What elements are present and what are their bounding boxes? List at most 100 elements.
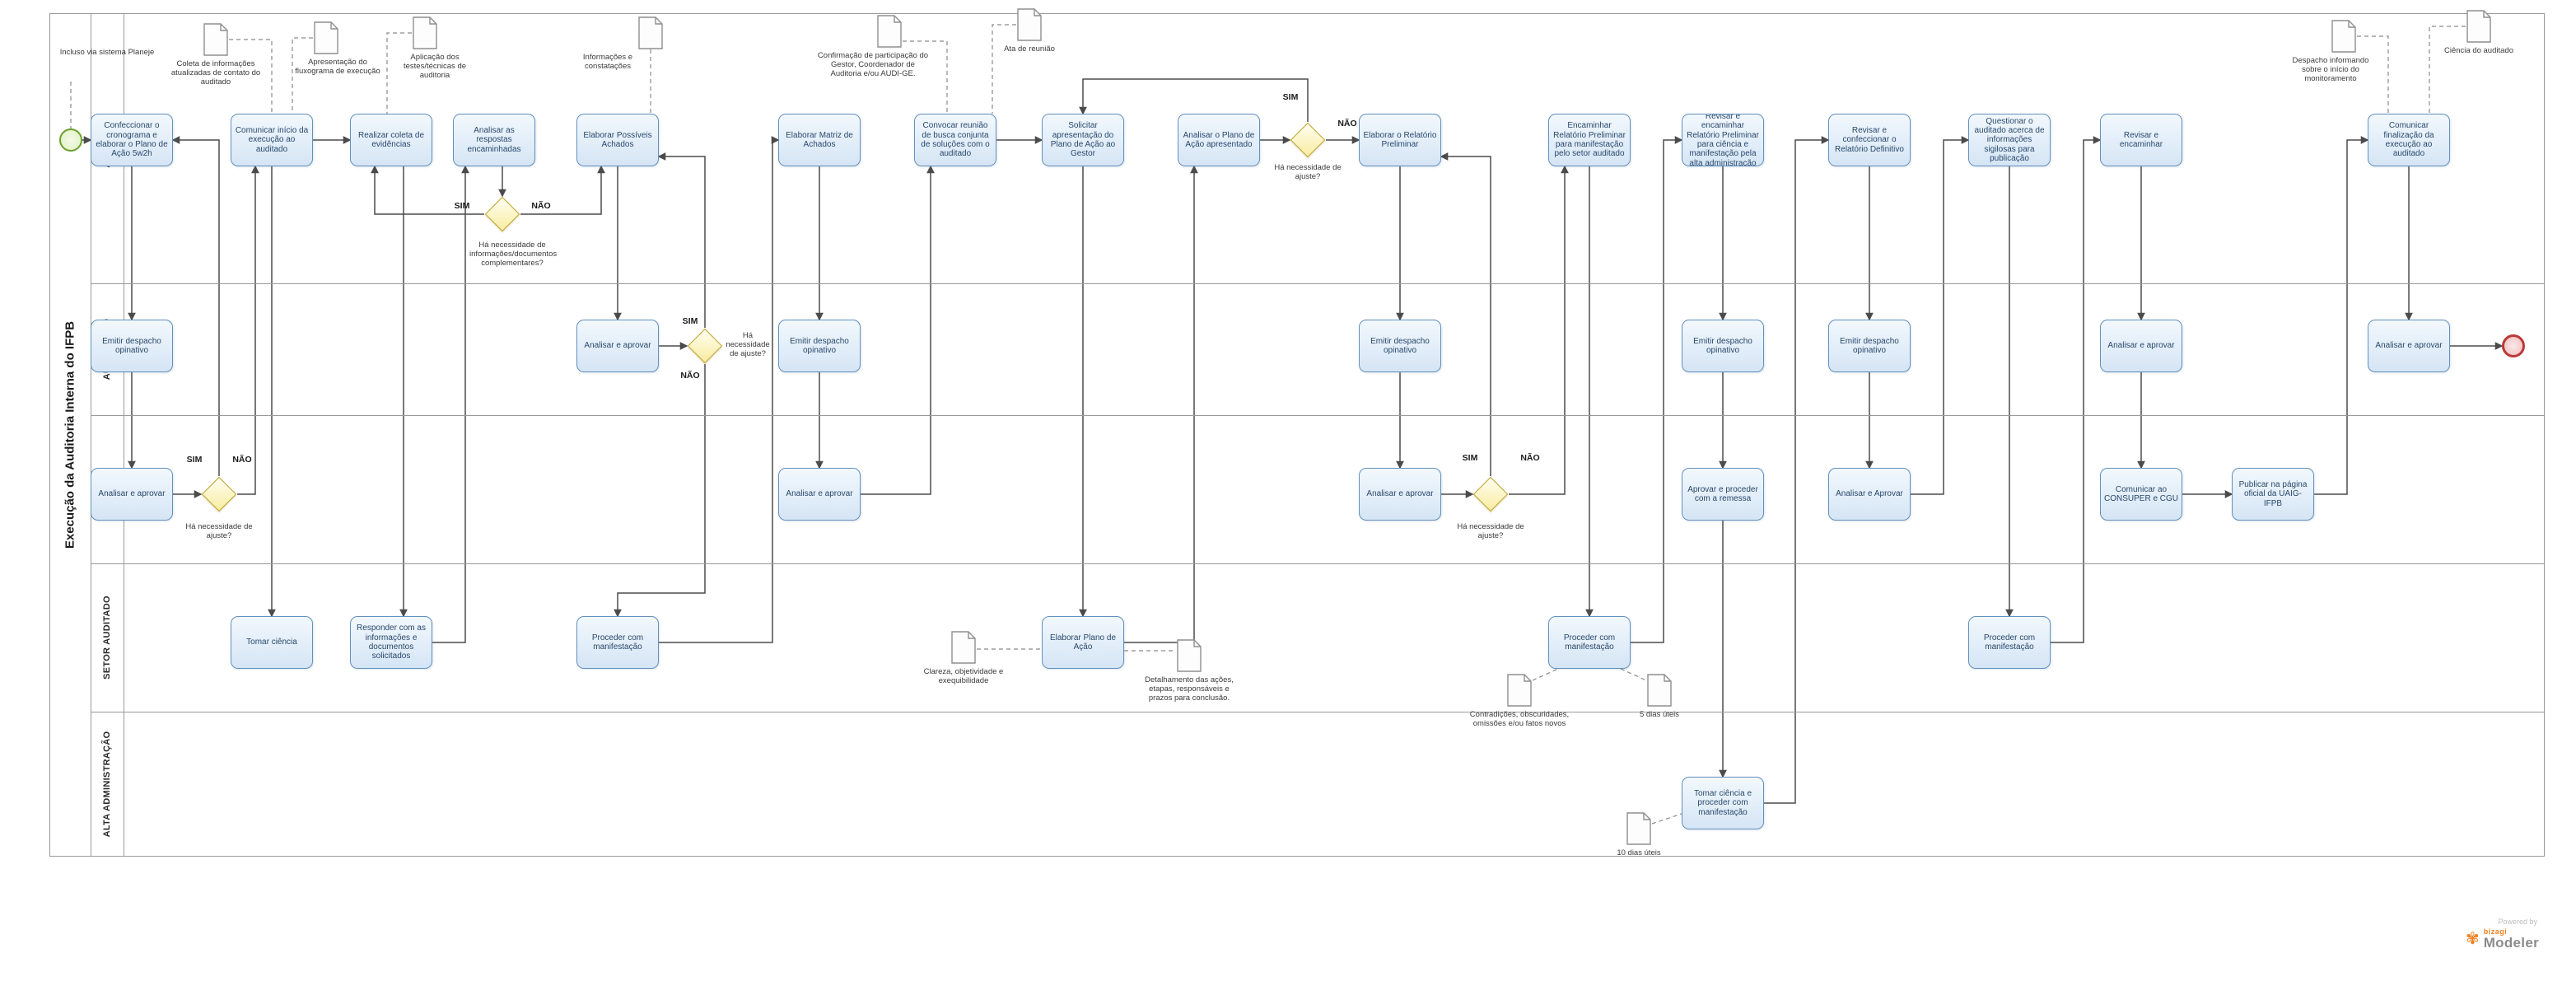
bizagi-brand-label: bizagi xyxy=(2483,927,2508,936)
sequence-flow xyxy=(1911,136,1970,495)
lane-label: SETOR AUDITADO xyxy=(102,596,112,680)
document-icon xyxy=(1506,674,1533,707)
data-object-label: Despacho informando sobre o início do mo… xyxy=(2292,56,2369,84)
document-icon xyxy=(203,23,229,56)
task: Analisar e aprovar xyxy=(576,320,659,372)
task: Questionar o auditado acerca de informaç… xyxy=(1968,114,2051,166)
task: Tomar ciência xyxy=(231,616,313,669)
data-object-label: Aplicação dos testes/técnicas de auditor… xyxy=(403,53,467,81)
gateway-question: Há necessidade de informações/documentos… xyxy=(469,241,558,269)
task: Proceder com manifestação xyxy=(576,616,659,669)
lane-boundary xyxy=(91,415,2545,416)
data-object-label: Coleta de informações atualizadas de con… xyxy=(170,59,261,87)
sequence-flow xyxy=(1079,78,1309,122)
flow-condition-label: NÃO xyxy=(232,455,252,465)
bizagi-logo-icon: ✾ xyxy=(2465,930,2480,948)
flow-condition-label: SIM xyxy=(1462,453,1478,463)
data-object-label: Clareza, objetividade e exequibilidade xyxy=(923,667,1004,686)
association-flow xyxy=(229,39,273,114)
task: Analisar as respostas encaminhadas xyxy=(453,114,535,166)
sequence-flow xyxy=(1631,136,1683,643)
association-flow xyxy=(1651,813,1682,825)
association-flow xyxy=(992,24,1016,114)
data-object-label: Contradições, obscuridades, omissões e/o… xyxy=(1469,710,1570,729)
pool xyxy=(49,13,2545,857)
task: Convocar reunião de busca conjunta de so… xyxy=(914,114,996,166)
task: Publicar na página oficial da UAIG-IFPB xyxy=(2232,468,2314,521)
sequence-flow xyxy=(657,152,706,328)
sequence-flow xyxy=(520,165,605,215)
document-icon xyxy=(2331,20,2357,53)
text-annotation: Incluso via sistema Planeje xyxy=(59,48,155,57)
document-icon xyxy=(2466,10,2492,43)
lane-boundary xyxy=(91,563,2545,564)
task: Proceder com manifestação xyxy=(1548,616,1631,669)
sequence-flow xyxy=(1509,165,1569,495)
document-icon xyxy=(1016,8,1043,41)
task: Revisar e encaminhar xyxy=(2100,114,2182,166)
flow-condition-label: SIM xyxy=(186,455,203,465)
data-object-label: 5 dias úteis xyxy=(1639,710,1680,719)
sequence-flow xyxy=(1440,152,1491,476)
data-object-label: Informações e constatações xyxy=(582,53,633,72)
task: Analisar e aprovar xyxy=(1359,468,1441,521)
document-icon xyxy=(313,21,339,54)
powered-by-label: Powered by xyxy=(2498,918,2537,926)
sequence-flow xyxy=(2051,136,2102,643)
task: Aprovar e proceder com a remessa xyxy=(1682,468,1764,521)
task: Responder com as informações e documento… xyxy=(350,616,432,669)
sequence-flow xyxy=(237,165,259,495)
flow-condition-label: NÃO xyxy=(680,371,700,381)
flow-condition-label: NÃO xyxy=(531,201,551,211)
data-object-label: 10 dias úteis xyxy=(1617,848,1661,857)
sequence-flow xyxy=(1764,136,1830,804)
task: Realizar coleta de evidências xyxy=(350,114,432,166)
sequence-flow xyxy=(614,364,706,618)
sequence-flow xyxy=(171,136,220,476)
flow-condition-label: NÃO xyxy=(1520,453,1540,463)
task: Elaborar Matriz de Achados xyxy=(778,114,861,166)
association-flow xyxy=(2357,35,2389,114)
task: Comunicar ao CONSUPER e CGU xyxy=(2100,468,2182,521)
document-icon xyxy=(1176,639,1202,672)
task: Emitir despacho opinativo xyxy=(1682,320,1764,372)
gateway-question: Há necessidade de ajuste? xyxy=(726,331,770,359)
lane-label: ALTA ADMINISTRAÇÃO xyxy=(102,731,112,838)
document-icon xyxy=(950,631,977,664)
gateway-question: Há necessidade de ajuste? xyxy=(185,522,253,541)
task: Analisar o Plano de Ação apresentado xyxy=(1178,114,1260,166)
association-flow xyxy=(386,32,412,114)
flow-condition-label: SIM xyxy=(682,316,698,326)
document-icon xyxy=(637,16,664,49)
flow-condition-label: SIM xyxy=(1282,92,1299,102)
association-flow xyxy=(903,40,948,114)
document-icon xyxy=(1626,812,1652,845)
document-icon xyxy=(412,16,438,49)
task: Comunicar finalização da execução ao aud… xyxy=(2368,114,2450,166)
task: Elaborar o Relatório Preliminar xyxy=(1359,114,1441,166)
pool-label: Execução da Auditoria Interna do IFPB xyxy=(63,320,77,549)
task: Solicitar apresentação do Plano de Ação … xyxy=(1042,114,1124,166)
data-object-label: Confirmação de participação do Gestor, C… xyxy=(817,51,929,79)
flow-condition-label: NÃO xyxy=(1337,119,1357,128)
document-icon xyxy=(1646,674,1673,707)
end-event xyxy=(2502,334,2525,357)
task: Revisar e confeccionar o Relatório Defin… xyxy=(1828,114,1911,166)
task: Analisar e aprovar xyxy=(2368,320,2450,372)
task: Elaborar Plano de Ação xyxy=(1042,616,1124,669)
gateway-question: Há necessidade de ajuste? xyxy=(1457,522,1524,541)
task: Analisar e aprovar xyxy=(2100,320,2182,372)
lane-boundary xyxy=(91,283,2545,284)
sequence-flow xyxy=(861,165,935,495)
task: Revisar e encaminhar Relatório Prelimina… xyxy=(1682,114,1764,166)
start-event xyxy=(59,128,82,152)
task: Emitir despacho opinativo xyxy=(1359,320,1441,372)
task: Tomar ciência e proceder com manifestaçã… xyxy=(1682,777,1764,829)
task: Comunicar início da execução ao auditado xyxy=(231,114,313,166)
sequence-flow xyxy=(659,136,780,643)
task: Analisar e Aprovar xyxy=(1828,468,1911,521)
data-object-label: Ciência do auditado xyxy=(2444,46,2513,55)
